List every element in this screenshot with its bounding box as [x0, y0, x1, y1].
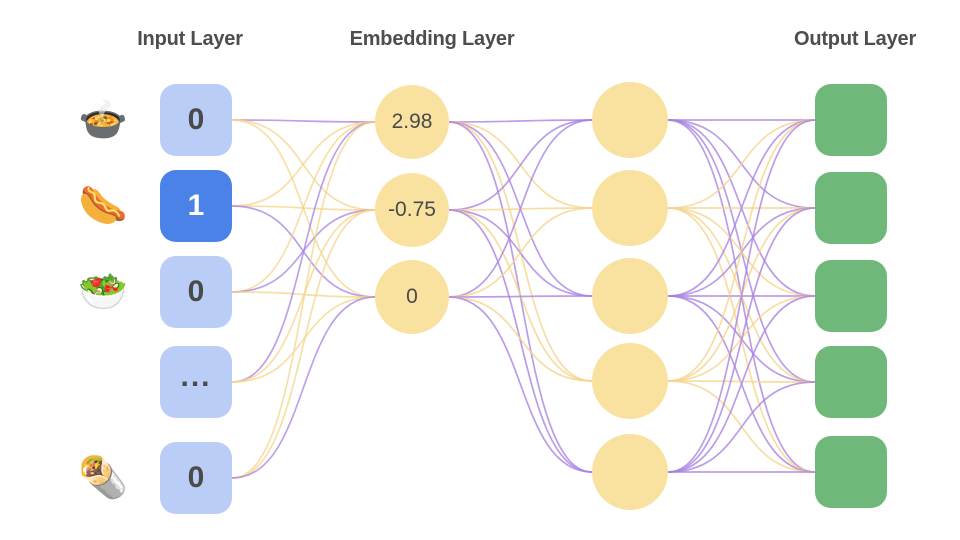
input-node-1[interactable]: 1: [160, 170, 232, 242]
edge: [448, 296, 593, 473]
edge: [448, 295, 593, 298]
input-layer-title: Input Layer: [137, 28, 243, 50]
edge: [667, 207, 816, 473]
edge: [231, 296, 376, 383]
edge: [667, 119, 816, 209]
edge: [231, 121, 376, 479]
edge: [231, 209, 376, 479]
edge: [448, 207, 593, 298]
output-node-3[interactable]: [815, 346, 887, 418]
edge: [448, 209, 593, 473]
embedding-layer-title: Embedding Layer: [349, 28, 515, 50]
edge: [667, 119, 816, 473]
edge: [448, 209, 593, 382]
input-node-2[interactable]: 0: [160, 256, 232, 328]
output-node-1[interactable]: [815, 172, 887, 244]
bowl-of-borscht-icon: 🍲: [78, 98, 128, 142]
hidden-node-3[interactable]: [592, 343, 668, 419]
edge: [231, 121, 376, 383]
output-node-4[interactable]: [815, 436, 887, 508]
input-node-0[interactable]: 0: [160, 84, 232, 156]
output-node-0[interactable]: [815, 84, 887, 156]
output-layer-title: Output Layer: [793, 28, 917, 50]
burrito-icon: 🌯: [78, 456, 128, 500]
edge: [231, 296, 376, 479]
edge: [231, 121, 376, 207]
input-node-3[interactable]: ...: [160, 346, 232, 418]
output-node-2[interactable]: [815, 260, 887, 332]
hidden-node-2[interactable]: [592, 258, 668, 334]
embedding-node-1[interactable]: -0.75: [375, 173, 449, 247]
edge: [667, 381, 816, 473]
edge: [667, 119, 816, 382]
hidden-node-0[interactable]: [592, 82, 668, 158]
edge: [667, 295, 816, 473]
hot-dog-icon: 🌭: [78, 184, 128, 228]
hidden-node-4[interactable]: [592, 434, 668, 510]
edge: [448, 119, 593, 211]
edge: [448, 296, 593, 382]
edge: [667, 380, 816, 383]
embedding-node-0[interactable]: 2.98: [375, 85, 449, 159]
edge: [231, 119, 376, 123]
edge: [448, 119, 593, 123]
embedding-node-2[interactable]: 0: [375, 260, 449, 334]
green-salad-icon: 🥗: [78, 270, 128, 314]
edge: [448, 119, 593, 298]
edge: [667, 119, 816, 297]
input-node-4[interactable]: 0: [160, 442, 232, 514]
edge: [231, 121, 376, 293]
hidden-node-1[interactable]: [592, 170, 668, 246]
